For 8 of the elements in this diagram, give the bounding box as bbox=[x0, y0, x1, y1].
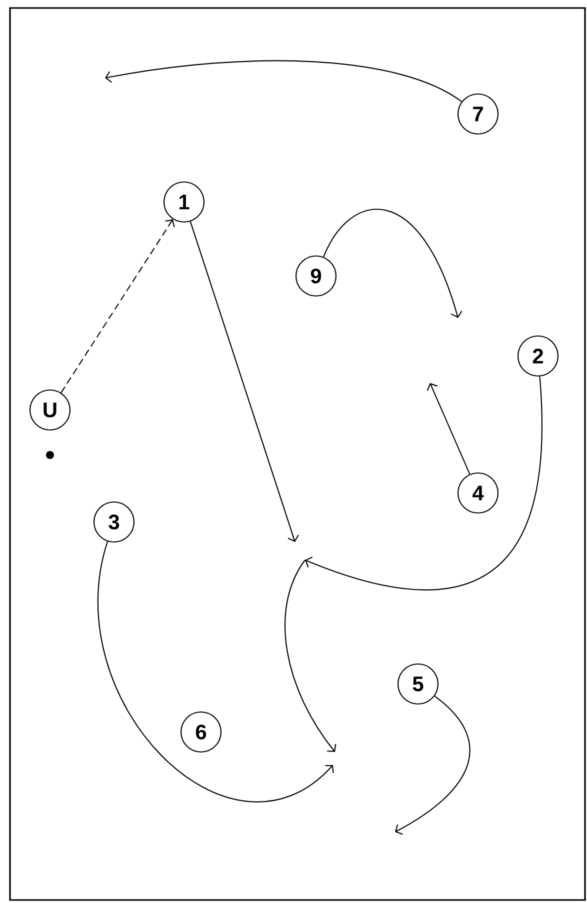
route-arrow bbox=[395, 696, 470, 835]
route-arrow bbox=[323, 208, 462, 318]
route-arrow bbox=[426, 383, 470, 474]
route-arrow bbox=[190, 221, 299, 542]
route-arrow bbox=[284, 376, 542, 752]
route-arrow bbox=[105, 60, 462, 102]
route-arrow bbox=[60, 219, 175, 394]
route-arrow bbox=[98, 541, 334, 802]
